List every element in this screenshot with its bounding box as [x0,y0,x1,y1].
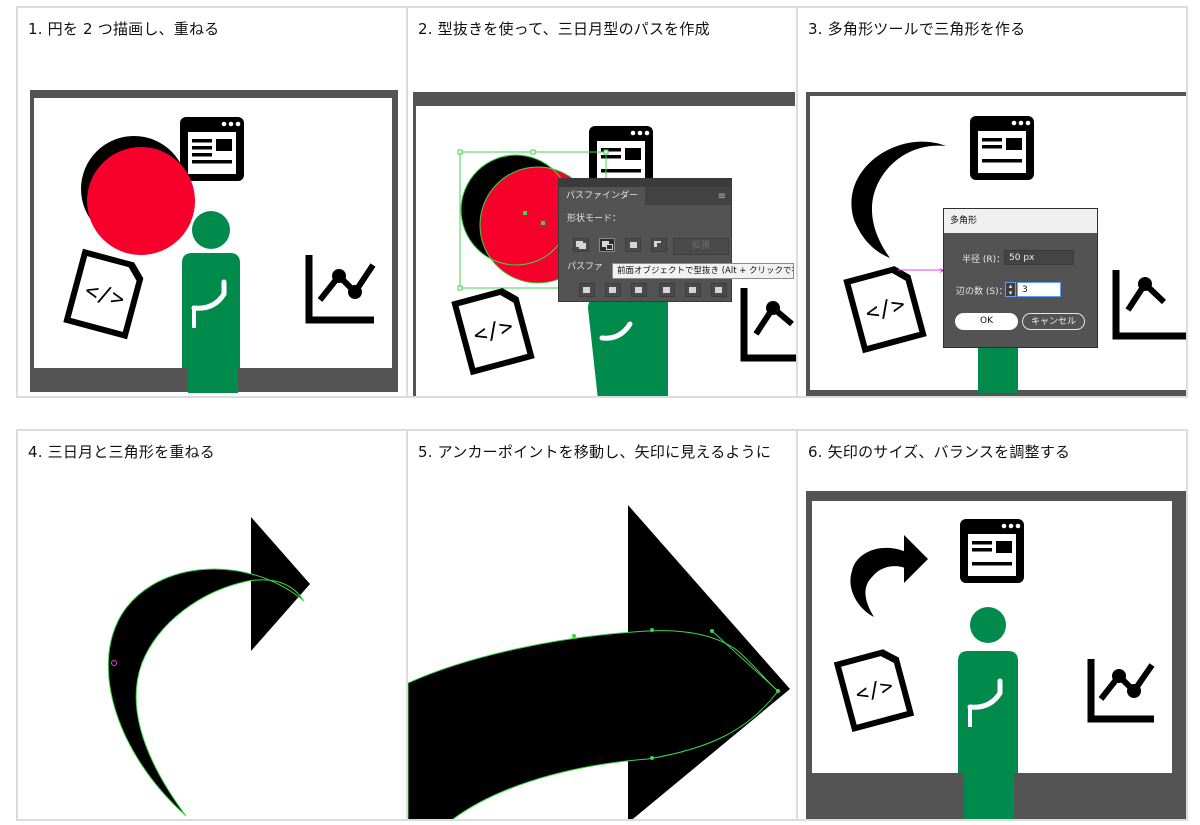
thinking-person-figure [958,607,1018,819]
browser-window-icon [589,126,653,190]
code-file-icon: </> [63,248,144,340]
tooltip: 前面オブジェクトで型抜き (Alt + クリックで複合シ [612,263,794,279]
intersect-button[interactable] [625,238,641,252]
step-caption-3: 3. 多角形ツールで三角形を作る [808,20,1026,38]
panel-menu-icon[interactable]: ≡ [717,191,726,202]
crop-button[interactable] [659,283,675,297]
thinking-person-figure [588,298,668,396]
step-5-artwork [408,505,790,819]
arrow-body-shape [408,630,779,819]
browser-window-icon [180,117,244,181]
step-panel-2: 2. 型抜きを使って、三日月型のパスを作成 [406,6,798,398]
shape-modes-label: 形状モード： [567,214,622,224]
radius-label: 半径 (R)： [962,255,1006,265]
step-6-artwork: </> [806,491,1186,819]
code-file-icon: </> [843,266,927,354]
expand-button[interactable]: 拡張 [673,238,729,255]
trim-button[interactable] [605,283,621,297]
step-1-artwork: </> [30,90,398,393]
step-panel-4: 4. 三日月と三角形を重ねる [16,429,408,821]
line-chart-icon [305,255,376,324]
sides-input[interactable]: 3 [1017,282,1061,297]
step-caption-6: 6. 矢印のサイズ、バランスを調整する [808,443,1071,461]
ok-button[interactable]: OK [955,313,1018,330]
exclude-button[interactable] [651,238,667,252]
thinking-person-figure [182,211,240,393]
dialog-title: 多角形 [944,209,1097,233]
sides-stepper[interactable]: ▴▾ [1005,282,1016,297]
step-caption-5: 5. アンカーポイントを移動し、矢印に見えるように [418,443,772,461]
step-panel-6: 6. 矢印のサイズ、バランスを調整する </> [796,429,1188,821]
crescent-shape [107,568,305,817]
minus-front-button[interactable] [599,238,615,252]
cancel-button[interactable]: キャンセル [1022,313,1085,330]
circles [81,136,195,255]
step-caption-4: 4. 三日月と三角形を重ねる [28,443,215,461]
pathfinder-panel: パスファインダー ≡ 形状モード： 拡張 パスファ [558,178,732,302]
crescent-shape [851,141,946,258]
line-chart-icon [1087,659,1155,723]
step-2-artwork: </> [413,92,796,396]
step-caption-1: 1. 円を 2 つ描画し、重ねる [28,20,220,38]
code-file-icon: </> [833,649,915,733]
svg-text:×: × [939,266,946,275]
pathfinders-label: パスファ [567,262,604,272]
step-caption-2: 2. 型抜きを使って、三日月型のパスを作成 [418,20,710,38]
outline-button[interactable] [685,283,701,297]
minus-back-button[interactable] [711,283,727,297]
sides-label: 辺の数 (S)： [956,287,1008,297]
step-panel-5: 5. アンカーポイントを移動し、矢印に見えるように [406,429,798,821]
step-4-artwork [107,517,310,817]
polygon-dialog: 多角形 半径 (R)： 50 px 辺の数 (S)： ▴▾ 3 OK キャンセル [943,208,1098,348]
browser-window-icon [960,519,1024,583]
pathfinder-tab[interactable]: パスファインダー [559,187,646,205]
line-chart-icon [1112,270,1186,340]
line-chart-icon [740,288,796,362]
code-file-icon: </> [451,288,535,376]
divide-button[interactable] [579,283,595,297]
step-panel-1: 1. 円を 2 つ描画し、重ねる </> [16,6,408,398]
panel-title-bar[interactable] [559,179,731,187]
unite-button[interactable] [573,238,589,252]
radius-input[interactable]: 50 px [1004,250,1074,265]
merge-button[interactable] [631,283,647,297]
browser-window-icon [970,116,1034,180]
curved-arrow-icon [850,535,928,617]
